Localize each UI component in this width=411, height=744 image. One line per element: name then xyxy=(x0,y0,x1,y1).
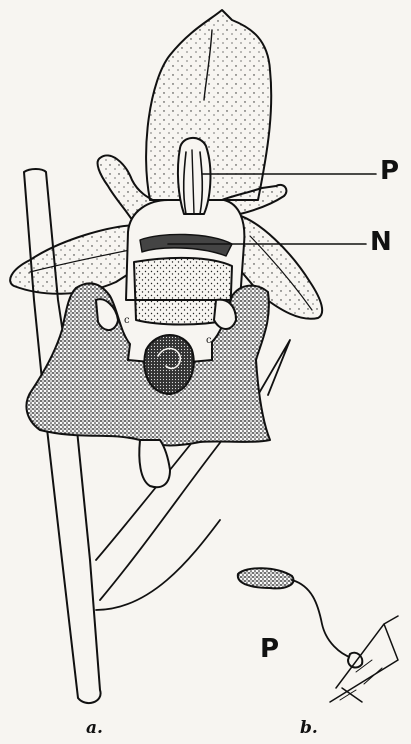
label-p: P xyxy=(380,158,399,184)
panel-label-a: a. xyxy=(86,720,103,737)
lip-appendage xyxy=(139,440,170,487)
small-letter-right: c xyxy=(206,336,212,346)
caudicle xyxy=(292,580,352,658)
label-pollinium: P xyxy=(260,636,279,662)
small-letter-left: c xyxy=(124,316,130,326)
lip-boss xyxy=(144,335,193,394)
panel-label-b: b. xyxy=(300,720,318,737)
stem-fragment xyxy=(330,616,398,702)
label-n: N xyxy=(370,229,392,255)
pollinium-head xyxy=(238,568,294,588)
left-knob xyxy=(96,299,118,330)
